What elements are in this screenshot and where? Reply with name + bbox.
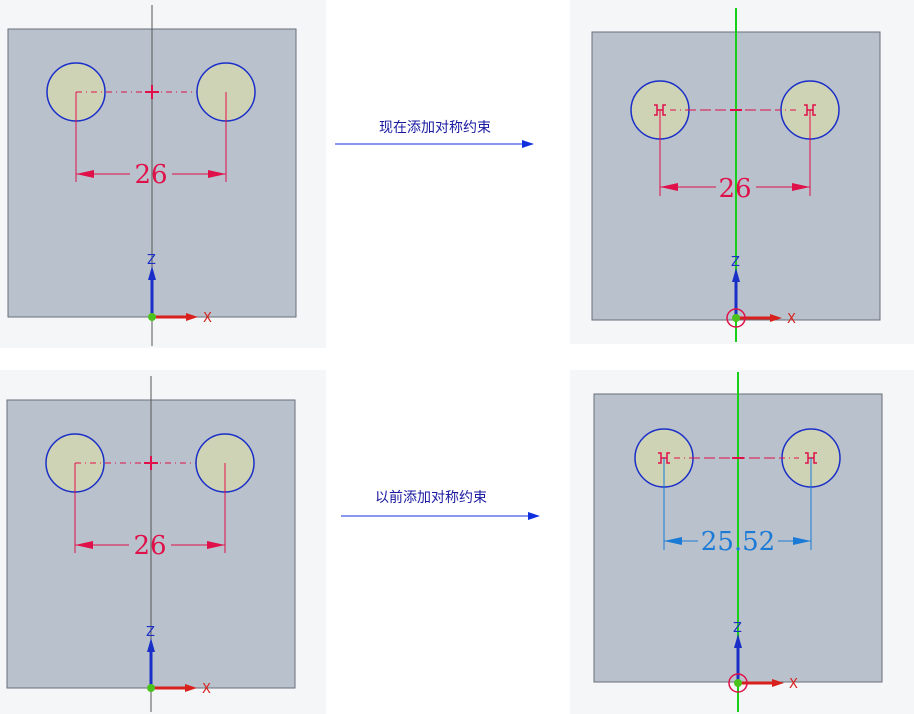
symmetric-constraint-icon [654, 104, 816, 116]
panel-top-left: 26 Z X [0, 0, 326, 348]
dimension-label[interactable]: 26 [134, 160, 167, 190]
x-axis-label: X [202, 682, 211, 697]
caption-row1: 现在添加对称约束 [379, 120, 491, 136]
x-axis-label: X [203, 311, 212, 326]
x-axis-label: X [787, 312, 796, 327]
panel-bottom-left: 26 Z X [0, 370, 326, 714]
origin-constraint-ring [728, 673, 748, 693]
midpoint-cross [144, 456, 158, 470]
dimension-label[interactable]: 26 [718, 174, 751, 204]
panel-top-right: 26 Z X [570, 0, 914, 344]
sketch-view-top-left: 26 Z X [0, 0, 326, 348]
z-axis-label: Z [731, 255, 740, 270]
origin-marker [734, 679, 742, 687]
origin-constraint-ring [726, 308, 746, 328]
midpoint-cross [145, 85, 159, 99]
sketch-view-bottom-right: 25.52 Z X [570, 370, 914, 714]
dimension-label[interactable]: 26 [133, 531, 166, 561]
z-axis-label: Z [147, 253, 156, 268]
sketch-view-bottom-left: 26 Z X [0, 370, 326, 714]
z-axis-label: Z [733, 621, 742, 636]
x-axis-label: X [789, 677, 798, 692]
origin-marker [147, 684, 155, 692]
dimension-label-driven[interactable]: 25.52 [701, 527, 775, 557]
panel-bottom-right: 25.52 Z X [570, 370, 914, 714]
arrow-row2 [341, 512, 540, 520]
origin-marker [148, 313, 156, 321]
origin-marker [732, 314, 740, 322]
caption-row2: 以前添加对称约束 [375, 490, 487, 506]
z-axis-label: Z [146, 625, 155, 640]
arrow-row1 [335, 140, 534, 148]
sketch-view-top-right: 26 Z X [570, 0, 914, 344]
